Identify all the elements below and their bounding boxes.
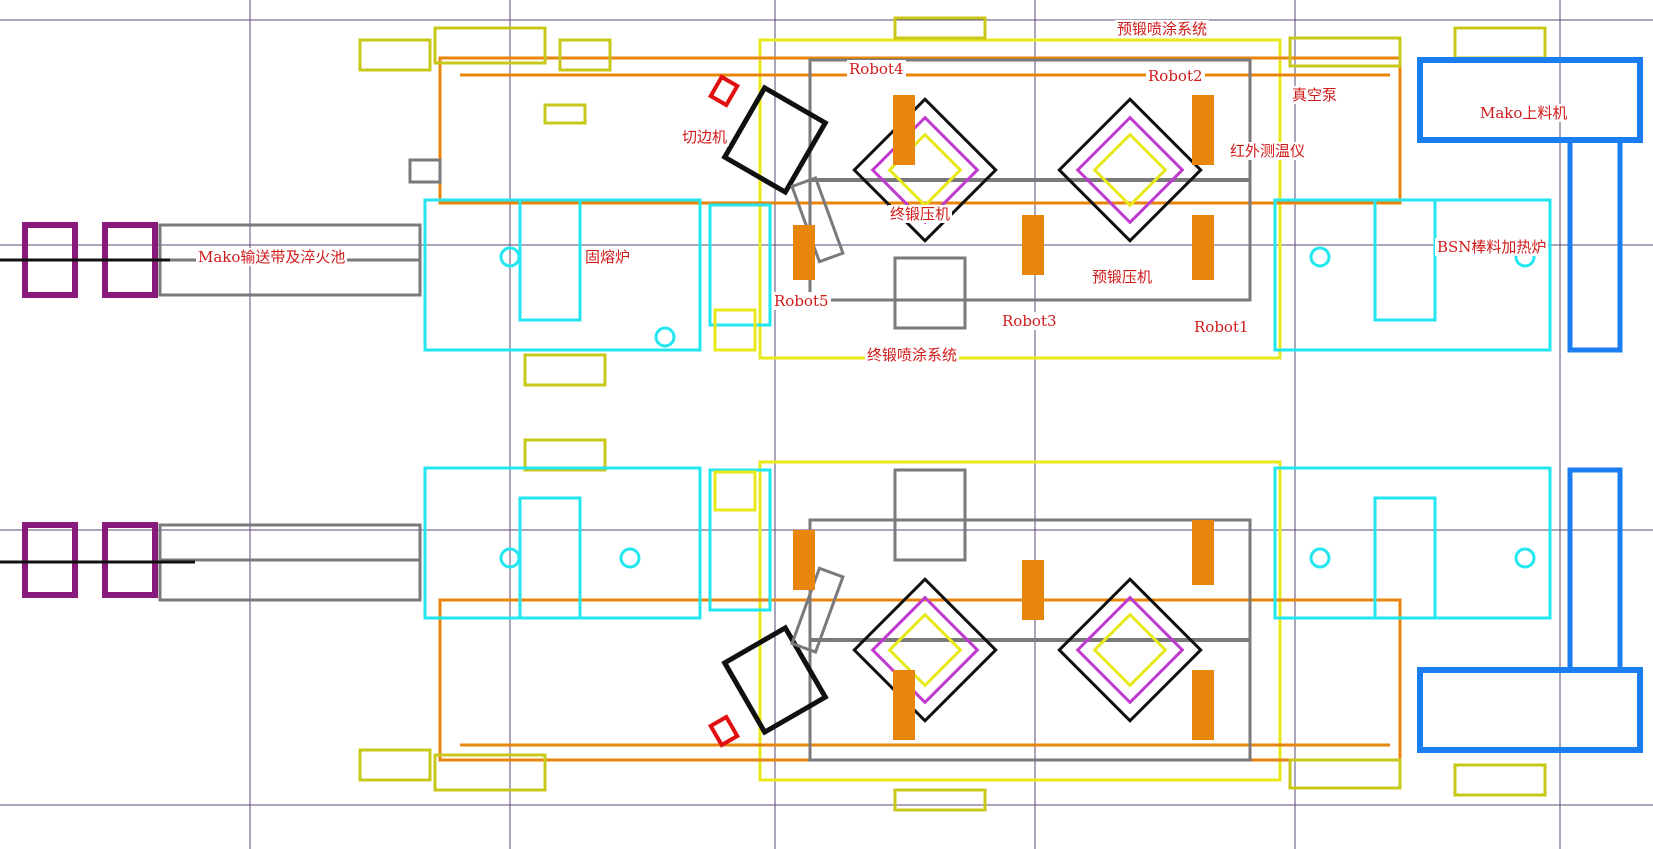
- label-final-spray: 终锻喷涂系统: [865, 346, 960, 364]
- label-robot1: Robot1: [1192, 318, 1251, 336]
- bottom-robots: [793, 520, 1214, 740]
- top-robots: [793, 95, 1214, 280]
- top-line: [0, 16, 1643, 387]
- label-mako-conveyor: Mako输送带及淬火池: [196, 248, 348, 266]
- label-robot4: Robot4: [847, 60, 906, 78]
- label-bsn-furnace: BSN棒料加热炉: [1435, 238, 1549, 256]
- label-vacuum-pump: 真空泵: [1290, 86, 1340, 104]
- label-ir-thermometer: 红外测温仪: [1228, 142, 1308, 160]
- bottom-line: [0, 438, 1643, 812]
- label-trimmer: 切边机: [680, 128, 730, 146]
- label-solution-furnace: 固熔炉: [583, 248, 633, 266]
- label-pre-spray: 预锻喷涂系统: [1115, 20, 1210, 38]
- label-robot3: Robot3: [1000, 312, 1059, 330]
- label-final-press: 终锻压机: [888, 205, 953, 223]
- label-pre-press: 预锻压机: [1090, 268, 1155, 286]
- label-mako-loader: Mako上料机: [1478, 104, 1570, 122]
- label-robot5: Robot5: [772, 292, 831, 310]
- label-robot2: Robot2: [1146, 67, 1205, 85]
